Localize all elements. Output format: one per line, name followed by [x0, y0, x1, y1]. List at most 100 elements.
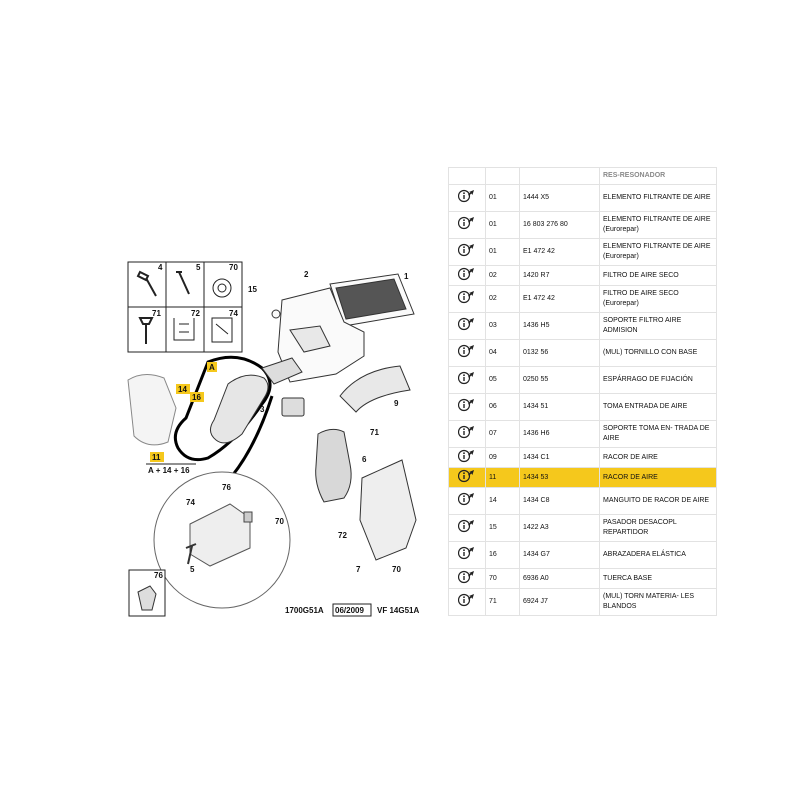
leader-curve [230, 395, 274, 477]
row-icon-cell[interactable] [448, 420, 486, 448]
info-arrow-icon[interactable] [458, 425, 476, 439]
info-arrow-icon[interactable] [458, 267, 476, 281]
table-row[interactable]: 02 E1 472 42 FILTRO DE AIRE SECO (Eurore… [448, 285, 717, 313]
detail-view [153, 471, 291, 609]
row-icon-cell[interactable] [448, 393, 486, 421]
table-row[interactable]: 11 1434 53 RACOR DE AIRE [448, 467, 717, 488]
inset-76 [128, 569, 166, 617]
callout-11: 11 [152, 453, 161, 462]
row-ref: 06 [485, 393, 520, 421]
table-row[interactable]: 16 1434 G7 ABRAZADERA ELÁSTICA [448, 541, 717, 569]
row-part-number: 1434 53 [519, 467, 600, 488]
row-ref: 14 [485, 487, 520, 515]
table-row[interactable]: 70 6936 A0 TUERCA BASE [448, 568, 717, 589]
table-row[interactable]: 01 1444 X5 ELEMENTO FILTRANTE DE AIRE [448, 184, 717, 212]
info-arrow-icon[interactable] [458, 344, 476, 358]
row-part-number: 1436 H5 [519, 312, 600, 340]
table-row[interactable]: 01 E1 472 42 ELEMENTO FILTRANTE DE AIRE … [448, 238, 717, 266]
row-icon-cell[interactable] [448, 366, 486, 394]
row-ref: 07 [485, 420, 520, 448]
row-description: (MUL) TORNILLO CON BASE [599, 339, 717, 367]
info-arrow-icon[interactable] [458, 546, 476, 560]
table-row[interactable]: 04 0132 56 (MUL) TORNILLO CON BASE [448, 339, 717, 367]
info-arrow-icon[interactable] [458, 570, 476, 584]
row-icon-cell[interactable] [448, 447, 486, 468]
header-col-d: RES-RESONADOR [599, 167, 717, 185]
table-row[interactable]: 09 1434 C1 RACOR DE AIRE [448, 447, 717, 468]
info-arrow-icon[interactable] [458, 216, 476, 230]
row-icon-cell[interactable] [448, 487, 486, 515]
table-row[interactable]: 06 1434 51 TOMA ENTRADA DE AIRE [448, 393, 717, 421]
engine-body [127, 374, 177, 446]
callout-16: 16 [192, 393, 201, 402]
callout-71: 71 [370, 428, 379, 437]
parts-table: RES-RESONADOR 01 1444 X5 ELEMENTO FILTRA… [448, 167, 717, 616]
row-part-number: 1420 R7 [519, 265, 600, 286]
row-icon-cell[interactable] [448, 238, 486, 266]
callout-70: 70 [392, 565, 401, 574]
hose-11 [210, 374, 269, 444]
grid-label-71: 71 [152, 309, 161, 318]
table-row[interactable]: 01 16 803 276 80 ELEMENTO FILTRANTE DE A… [448, 211, 717, 239]
info-arrow-icon[interactable] [458, 492, 476, 506]
grid-labels: 4 5 70 71 72 74 [152, 263, 238, 318]
hose-6 [315, 428, 352, 503]
info-arrow-icon[interactable] [458, 398, 476, 412]
row-icon-cell[interactable] [448, 184, 486, 212]
table-row[interactable]: 71 6924 J7 (MUL) TORN MATERIA- LES BLAND… [448, 588, 717, 616]
row-description: ELEMENTO FILTRANTE DE AIRE [599, 184, 717, 212]
info-arrow-icon[interactable] [458, 290, 476, 304]
info-arrow-icon[interactable] [458, 593, 476, 607]
row-description: ELEMENTO FILTRANTE DE AIRE (Eurorepar) [599, 211, 717, 239]
row-icon-cell[interactable] [448, 285, 486, 313]
row-part-number: 6936 A0 [519, 568, 600, 589]
detail-label-76: 76 [222, 483, 231, 492]
row-icon-cell[interactable] [448, 568, 486, 589]
table-row[interactable]: 02 1420 R7 FILTRO DE AIRE SECO [448, 265, 717, 286]
row-icon-cell[interactable] [448, 514, 486, 542]
info-arrow-icon[interactable] [458, 317, 476, 331]
row-description: MANGUITO DE RACOR DE AIRE [599, 487, 717, 515]
table-row[interactable]: 05 0250 55 ESPÁRRAGO DE FIJACIÓN [448, 366, 717, 394]
callout-6: 6 [362, 455, 367, 464]
row-icon-cell[interactable] [448, 339, 486, 367]
row-ref: 04 [485, 339, 520, 367]
header-col-a [448, 167, 486, 185]
info-arrow-icon[interactable] [458, 519, 476, 533]
detail-label-5: 5 [190, 565, 195, 574]
info-arrow-icon[interactable] [458, 189, 476, 203]
row-description: RACOR DE AIRE [599, 467, 717, 488]
row-description: TUERCA BASE [599, 568, 717, 589]
row-ref: 70 [485, 568, 520, 589]
row-part-number: 16 803 276 80 [519, 211, 600, 239]
row-icon-cell[interactable] [448, 211, 486, 239]
info-arrow-icon[interactable] [458, 371, 476, 385]
row-part-number: 0250 55 [519, 366, 600, 394]
row-ref: 01 [485, 211, 520, 239]
info-arrow-icon[interactable] [458, 469, 476, 483]
table-row[interactable]: 15 1422 A3 PASADOR DESACOPL REPARTIDOR [448, 514, 717, 542]
row-icon-cell[interactable] [448, 541, 486, 569]
diagram-date: 06/2009 [335, 606, 364, 615]
row-description: (MUL) TORN MATERIA- LES BLANDOS [599, 588, 717, 616]
table-row[interactable]: 07 1436 H6 SOPORTE TOMA EN- TRADA DE AIR… [448, 420, 717, 448]
detail-label-70: 70 [275, 517, 284, 526]
info-arrow-icon[interactable] [458, 243, 476, 257]
row-icon-cell[interactable] [448, 588, 486, 616]
row-part-number: E1 472 42 [519, 238, 600, 266]
row-part-number: 1434 51 [519, 393, 600, 421]
row-icon-cell[interactable] [448, 265, 486, 286]
connector-3 [261, 357, 305, 417]
table-row[interactable]: 14 1434 C8 MANGUITO DE RACOR DE AIRE [448, 487, 717, 515]
diagram-code-left: 1700G51A [285, 606, 324, 615]
table-row[interactable]: 03 1436 H5 SOPORTE FILTRO AIRE ADMISION [448, 312, 717, 340]
row-icon-cell[interactable] [448, 467, 486, 488]
row-ref: 02 [485, 285, 520, 313]
row-description: TOMA ENTRADA DE AIRE [599, 393, 717, 421]
row-part-number: 1434 C8 [519, 487, 600, 515]
row-part-number: 6924 J7 [519, 588, 600, 616]
callout-2: 2 [304, 270, 309, 279]
row-icon-cell[interactable] [448, 312, 486, 340]
info-arrow-icon[interactable] [458, 449, 476, 463]
